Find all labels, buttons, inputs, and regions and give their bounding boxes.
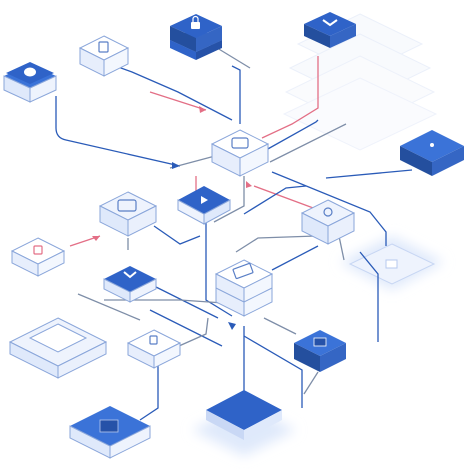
node-left-top-dark[interactable] bbox=[3, 62, 57, 103]
node-top-left-light[interactable] bbox=[78, 35, 130, 77]
node-right-mid-light[interactable] bbox=[300, 199, 356, 245]
padlock-icon bbox=[191, 15, 200, 29]
node-bottom-center-light[interactable] bbox=[126, 329, 182, 369]
document-icon bbox=[98, 41, 109, 53]
node-left-mid-light[interactable] bbox=[10, 237, 66, 277]
node-right-dark[interactable] bbox=[400, 130, 464, 176]
chevron-down-icon bbox=[322, 19, 338, 27]
triangle-icon bbox=[201, 196, 208, 204]
arrow-heads bbox=[92, 106, 252, 330]
node-bottom-left-platform[interactable] bbox=[8, 317, 108, 379]
glow-tile bbox=[340, 236, 444, 290]
node-top-dark[interactable] bbox=[170, 14, 222, 60]
square-icon bbox=[117, 199, 137, 212]
ghost-platform-stack bbox=[282, 13, 438, 151]
node-right-lower-dark[interactable] bbox=[294, 330, 346, 372]
node-bottom-dark-left[interactable] bbox=[69, 406, 151, 459]
circle-icon bbox=[24, 67, 36, 77]
node-center-hub[interactable] bbox=[210, 129, 270, 177]
node-center-document[interactable] bbox=[214, 259, 274, 317]
node-bottom-glow-platform[interactable] bbox=[192, 390, 296, 456]
node-mid-left-light[interactable] bbox=[98, 191, 158, 237]
node-left-dark-chevron[interactable] bbox=[103, 266, 157, 303]
node-top-right-dark[interactable] bbox=[304, 12, 356, 48]
node-mid-dark-triangle[interactable] bbox=[177, 186, 231, 225]
